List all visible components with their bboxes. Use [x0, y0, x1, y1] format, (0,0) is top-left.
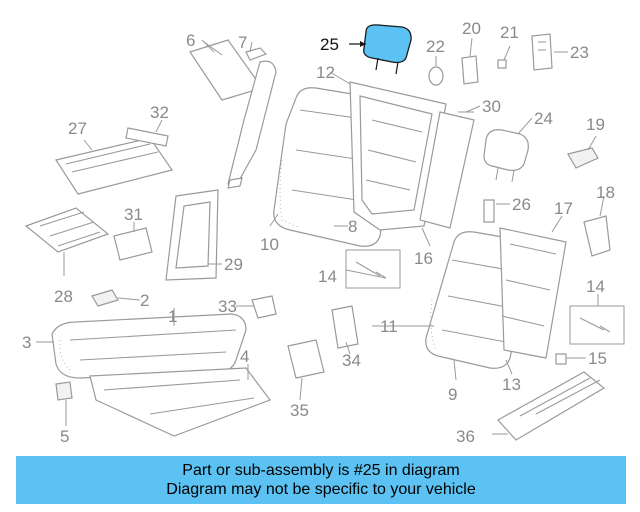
- plate-31: [113, 227, 153, 261]
- latch-19: [567, 147, 599, 169]
- callout-14b: 14: [586, 277, 605, 296]
- side-panel-6: [189, 39, 263, 101]
- leader-lines: [36, 37, 605, 435]
- parts-diagram: 1 2 3 4 5 6 7 8 9 10 11 12 13 14 14 15 1…: [22, 19, 625, 446]
- guide-26: [483, 199, 495, 223]
- headrest-25-highlighted[interactable]: [349, 24, 412, 75]
- seatback-right-frame: [499, 227, 567, 359]
- clip-2: [91, 289, 119, 307]
- callout-31: 31: [124, 205, 143, 224]
- headrest-24: [483, 129, 529, 183]
- callout-30: 30: [482, 97, 501, 116]
- callout-23: 23: [570, 43, 589, 62]
- callout-24: 24: [534, 109, 553, 128]
- callout-28: 28: [54, 287, 73, 306]
- hinge-18: [583, 215, 611, 257]
- callout-13: 13: [502, 375, 521, 394]
- clip-7: [245, 47, 268, 61]
- callout-21: 21: [500, 23, 519, 42]
- callout-33: 33: [218, 297, 237, 316]
- bracket-28: [24, 207, 110, 253]
- callout-1: 1: [168, 307, 177, 326]
- clip-15: [555, 353, 567, 365]
- callout-10: 10: [260, 235, 279, 254]
- armrest-36: [497, 371, 606, 441]
- bracket-33: [251, 295, 277, 319]
- bolt-21: [497, 59, 507, 69]
- callout-11: 11: [380, 317, 398, 336]
- banner-line-1: Part or sub-assembly is #25 in diagram: [182, 462, 460, 479]
- cap-22: [428, 66, 444, 86]
- callout-22: 22: [426, 37, 445, 56]
- callout-26: 26: [512, 195, 531, 214]
- pad-27: [55, 137, 173, 195]
- callout-27: 27: [68, 119, 87, 138]
- callout-29: 29: [224, 255, 243, 274]
- callout-8: 8: [348, 217, 357, 236]
- callout-5: 5: [60, 427, 69, 446]
- bolster-trim: [227, 60, 277, 189]
- seat-cushion: [51, 313, 271, 437]
- cover-23: [531, 33, 553, 71]
- callout-20: 20: [462, 19, 481, 38]
- callout-16: 16: [414, 249, 433, 268]
- callout-25: 25: [320, 35, 339, 54]
- strip-32: [125, 127, 169, 147]
- bracket-20: [461, 55, 479, 85]
- callout-14a: 14: [318, 267, 337, 286]
- seatback-frame: [349, 81, 447, 231]
- callout-2: 2: [140, 291, 149, 310]
- bracket-34: [331, 305, 359, 349]
- callout-labels: 1 2 3 4 5 6 7 8 9 10 11 12 13 14 14 15 1…: [22, 19, 615, 446]
- banner-line-2: Diagram may not be specific to your vehi…: [166, 481, 476, 498]
- bracket-35: [287, 339, 325, 379]
- frame-29: [165, 189, 219, 281]
- callout-35: 35: [290, 401, 309, 420]
- bolt-box-14-right: [569, 305, 625, 345]
- callout-18: 18: [596, 183, 615, 202]
- callout-4: 4: [240, 347, 249, 366]
- callout-32: 32: [150, 103, 169, 122]
- callout-7: 7: [238, 33, 247, 52]
- callout-15: 15: [588, 349, 607, 368]
- callout-12: 12: [316, 63, 335, 82]
- callout-3: 3: [22, 333, 31, 352]
- bolt-box-14-left: [345, 249, 401, 289]
- clip-5: [55, 381, 73, 401]
- callout-36: 36: [456, 427, 475, 446]
- callout-19: 19: [586, 115, 605, 134]
- callout-9: 9: [448, 385, 457, 404]
- callout-34: 34: [342, 351, 361, 370]
- info-banner: Part or sub-assembly is #25 in diagram D…: [16, 456, 626, 504]
- callout-6: 6: [186, 31, 195, 50]
- callout-17: 17: [554, 199, 573, 218]
